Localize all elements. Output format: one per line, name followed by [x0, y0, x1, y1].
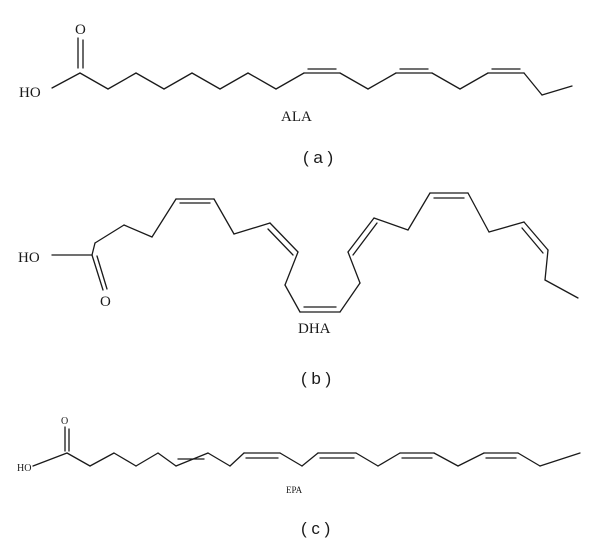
- panel-a-caption: ( a ): [303, 148, 333, 167]
- dha-hydroxyl-label: HO: [18, 250, 40, 266]
- panel-epa: O HO EPA ( c ): [17, 416, 581, 538]
- panel-b-caption: ( b ): [301, 369, 331, 388]
- ala-skeleton: [51, 37, 573, 96]
- dha-molecule-label: DHA: [298, 321, 331, 337]
- epa-carbonyl-oxygen: O: [61, 416, 68, 427]
- epa-molecule-label: EPA: [286, 485, 303, 495]
- epa-skeleton: [32, 426, 581, 467]
- dha-carbonyl-oxygen: O: [100, 294, 111, 310]
- panel-dha: HO O DHA ( b ): [18, 192, 579, 388]
- ala-hydroxyl-label: HO: [19, 85, 41, 101]
- dha-skeleton: [51, 192, 579, 313]
- ala-carbonyl-oxygen: O: [75, 22, 86, 38]
- panel-ala: O HO ALA ( a ): [19, 22, 573, 167]
- panel-c-caption: ( c ): [301, 519, 330, 538]
- ala-molecule-label: ALA: [281, 109, 312, 125]
- epa-hydroxyl-label: HO: [17, 463, 31, 474]
